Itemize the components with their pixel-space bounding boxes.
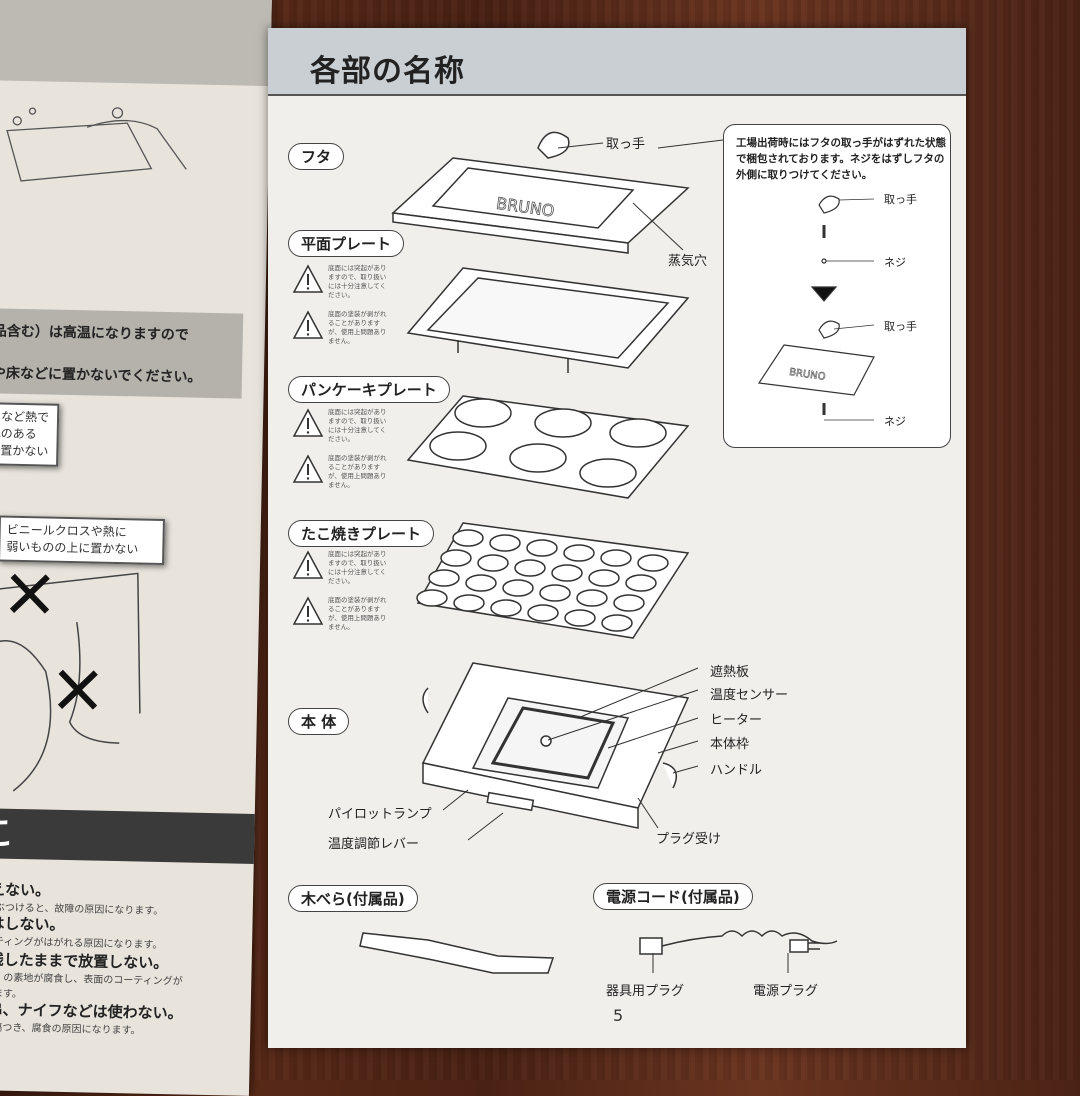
label-plug-receptacle: プラグ受け bbox=[656, 832, 722, 847]
label-heat-shield: 遮熱板 bbox=[710, 665, 750, 680]
left-manual-page: 品含む）は高温になりますので や床などに置かないでください。 クなど熱で れのあ… bbox=[0, 0, 272, 1096]
warning-icon bbox=[292, 408, 324, 437]
label-screw: ネジ bbox=[884, 256, 906, 269]
label-heater: ヒーター bbox=[710, 713, 763, 728]
lid-illustration bbox=[391, 131, 690, 254]
takoyaki-hole bbox=[527, 604, 559, 622]
power-cord-illustration bbox=[639, 930, 838, 955]
takoyaki-hole bbox=[637, 554, 669, 572]
page-number: 5 bbox=[613, 1006, 624, 1025]
takoyaki-hole bbox=[564, 609, 596, 627]
assembly-illustration: BRUNO bbox=[757, 195, 875, 421]
label-pilot-lamp: パイロットランプ bbox=[328, 807, 432, 822]
caution-line: あります。 bbox=[0, 988, 23, 1001]
caution-line: 売品）の素地が腐食し、表面のコーティングが bbox=[0, 972, 183, 988]
flat-plate-warnings: 底面には突起がありますので、取り扱いには十分注意してください。 底面の塗装が剥が… bbox=[292, 264, 402, 356]
section-label-lid: フタ bbox=[288, 143, 345, 170]
parts-illustrations: BRUNO bbox=[359, 131, 838, 974]
label-steam-hole: 蒸気穴 bbox=[668, 254, 708, 269]
warning-text: 底面の塗装が剥がれることがありますが、使用上問題ありません。 bbox=[328, 454, 387, 489]
takoyaki-hole bbox=[453, 594, 485, 612]
takoyaki-hole bbox=[613, 594, 645, 612]
right-manual-page: 各部の名称 bbox=[268, 28, 966, 1048]
section-label-pancake-plate: パンケーキプレート bbox=[288, 376, 450, 403]
caution-line: 与えない。 bbox=[0, 880, 51, 900]
takoyaki-plate-warnings: 底面には突起がありますので、取り扱いには十分注意してください。 底面の塗装が剥が… bbox=[292, 550, 402, 642]
warning-text: 底面には突起がありますので、取り扱いには十分注意してください。 bbox=[328, 264, 387, 299]
main-body-illustration bbox=[421, 662, 690, 829]
section-label-flat-plate: 平面プレート bbox=[288, 230, 405, 257]
takoyaki-hole bbox=[551, 564, 583, 582]
section-label-body: 本 体 bbox=[288, 708, 350, 735]
takoyaki-hole bbox=[477, 554, 509, 572]
pancake-plate-warnings: 底面には突起がありますので、取り扱いには十分注意してください。 底面の塗装が剥が… bbox=[292, 408, 402, 500]
takoyaki-hole bbox=[588, 569, 620, 587]
wooden-spatula-illustration bbox=[359, 932, 555, 974]
takoyaki-hole bbox=[576, 589, 608, 607]
takoyaki-hole bbox=[526, 539, 558, 557]
label-body-frame: 本体枠 bbox=[710, 737, 750, 752]
warning-text: 底面の塗装が剥がれることがありますが、使用上問題ありません。 bbox=[328, 310, 387, 345]
warning-icon bbox=[292, 596, 324, 625]
label-handle-knob: 取っ手 bbox=[606, 137, 646, 152]
left-page-illustration-area bbox=[0, 0, 272, 182]
warning-icon bbox=[292, 454, 324, 483]
table-warning-illustration bbox=[0, 572, 141, 792]
takoyaki-hole bbox=[502, 579, 534, 597]
takoyaki-hole bbox=[416, 589, 448, 607]
section-label-spatula: 木べら(付属品) bbox=[288, 885, 418, 912]
assembly-note: 工場出荷時にはフタの取っ手がはずれた状態で梱包されております。ネジをはずしフタの… bbox=[736, 137, 946, 181]
takoyaki-hole bbox=[440, 549, 472, 567]
page-title: 各部の名称 bbox=[310, 54, 465, 89]
warning-icon bbox=[292, 264, 324, 293]
label-temp-sensor: 温度センサー bbox=[710, 688, 789, 703]
note-line: れのある bbox=[0, 426, 37, 442]
section-heading: こ bbox=[0, 807, 272, 865]
label-knob: 取っ手 bbox=[884, 320, 917, 333]
label-appliance-plug: 器具用プラグ bbox=[606, 984, 685, 999]
label-handle: ハンドル bbox=[710, 763, 763, 778]
warning-icon bbox=[292, 550, 324, 579]
takoyaki-hole bbox=[514, 559, 546, 577]
caution-line: きはしない。 bbox=[0, 914, 65, 934]
takoyaki-washing-illustration bbox=[6, 107, 187, 182]
section-label-cord: 電源コード(付属品) bbox=[593, 883, 753, 910]
takoyaki-hole bbox=[625, 574, 657, 592]
takoyaki-hole bbox=[600, 549, 632, 567]
warning-icon bbox=[292, 310, 324, 339]
note-line: クなど熱で bbox=[0, 409, 50, 425]
warning-text: 底面には突起がありますので、取り扱いには十分注意してください。 bbox=[328, 408, 387, 443]
takoyaki-hole bbox=[489, 534, 521, 552]
label-power-plug: 電源プラグ bbox=[753, 984, 819, 999]
takoyaki-hole bbox=[601, 614, 633, 632]
brand-logo: BRUNO bbox=[788, 367, 826, 383]
warning-line-2: や床などに置かないでください。 bbox=[0, 365, 202, 386]
takoyaki-hole bbox=[563, 544, 595, 562]
label-temp-lever: 温度調節レバー bbox=[328, 837, 420, 852]
flat-plate-illustration bbox=[406, 267, 690, 373]
takoyaki-hole bbox=[465, 574, 497, 592]
warning-text: 底面の塗装が剥がれることがありますが、使用上問題ありません。 bbox=[328, 596, 387, 631]
lid-knob-assembly-box: 工場出荷時にはフタの取っ手がはずれた状態で梱包されております。ネジをはずしフタの… bbox=[723, 124, 951, 448]
caution-line: グが傷つき、腐食の原因になります。 bbox=[0, 1022, 141, 1037]
section-label-takoyaki-plate: たこ焼きプレート bbox=[288, 520, 435, 547]
takoyaki-hole bbox=[452, 529, 484, 547]
label-screw: ネジ bbox=[884, 415, 906, 428]
warning-band: 品含む）は高温になりますので や床などに置かないでください。 bbox=[0, 307, 244, 399]
note-box-1: クなど熱で れのある に置かない bbox=[0, 402, 60, 467]
page-header: 各部の名称 bbox=[268, 28, 966, 96]
takoyaki-hole bbox=[428, 569, 460, 587]
takoyaki-hole bbox=[490, 599, 522, 617]
pancake-plate-illustration bbox=[406, 395, 690, 499]
warning-line-1: 品含む）は高温になりますので bbox=[0, 323, 189, 344]
warning-text: 底面には突起がありますので、取り扱いには十分注意してください。 bbox=[328, 550, 387, 585]
note-line: に置かない bbox=[0, 443, 49, 459]
takoyaki-hole bbox=[539, 584, 571, 602]
label-knob: 取っ手 bbox=[884, 193, 917, 206]
